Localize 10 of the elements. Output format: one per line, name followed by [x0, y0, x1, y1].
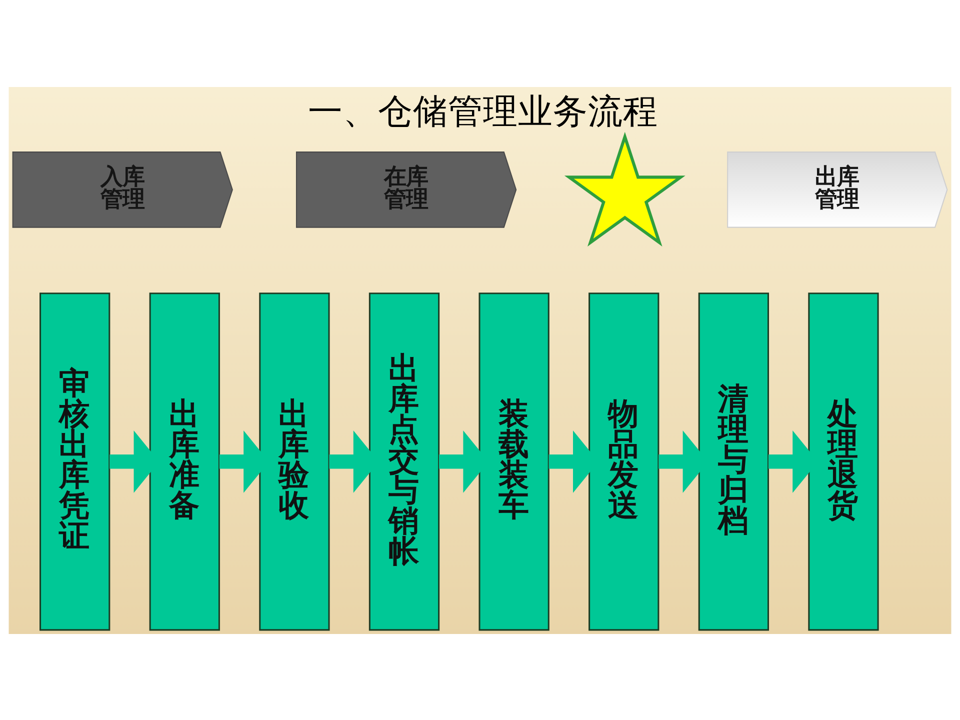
node-box: 清理与归档: [698, 292, 769, 630]
node-box: 物品发送: [588, 292, 660, 630]
node-box: 装载装车: [478, 292, 550, 630]
node-box: 出库验收: [259, 292, 330, 630]
diagram-title: 一、仓储管理业务流程: [308, 91, 658, 132]
node-box: 处理退货: [808, 292, 879, 630]
node-box: 出库点交与销帐: [368, 292, 440, 630]
node-star: [564, 131, 686, 246]
node-box: 出库准备: [149, 292, 220, 630]
node-box: 审核出库凭证: [40, 292, 110, 630]
